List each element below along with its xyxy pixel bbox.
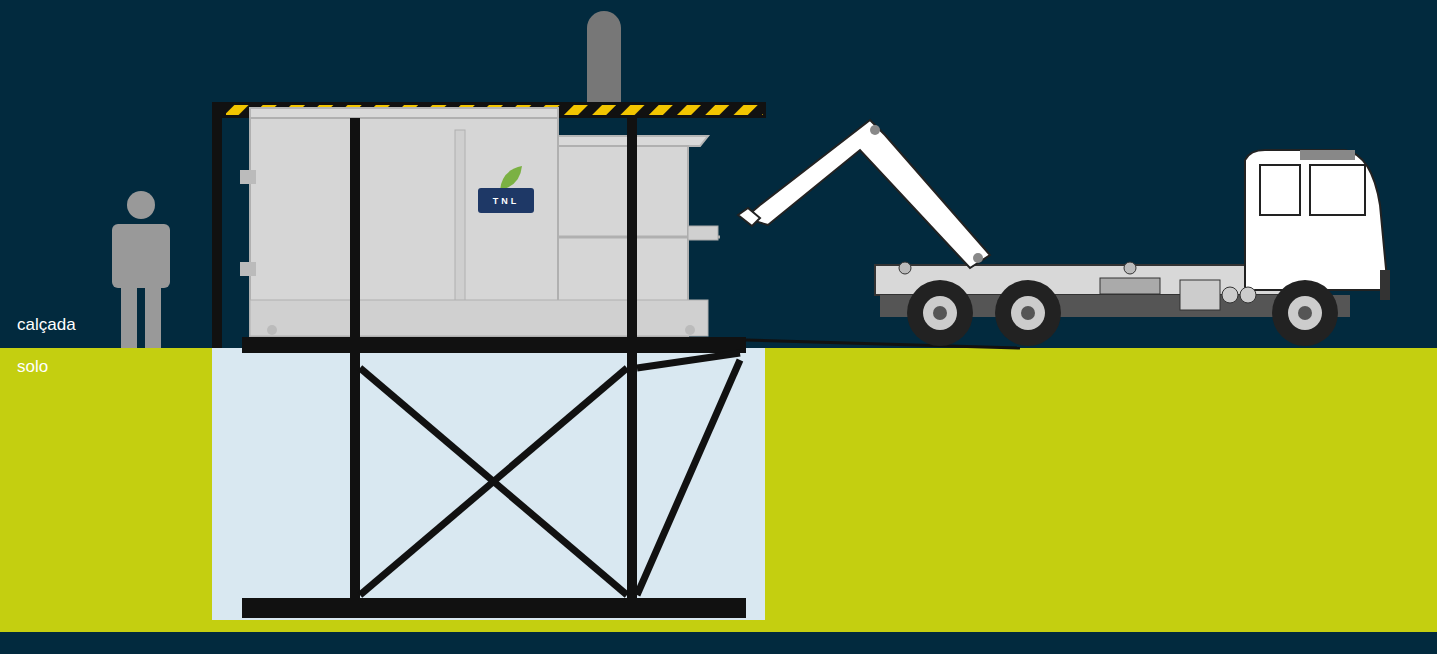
post	[627, 118, 637, 348]
ground	[0, 348, 1437, 633]
truck-wheel	[907, 280, 1338, 346]
cross-brace	[360, 353, 740, 595]
soil-label: solo	[17, 357, 48, 377]
ramp	[746, 340, 1020, 348]
post	[212, 102, 222, 348]
lift-frame	[242, 337, 746, 618]
logo-text: TNL	[493, 196, 520, 206]
logo-leaf	[500, 166, 522, 190]
post	[350, 118, 360, 348]
pit	[212, 348, 765, 620]
sidewalk-label: calçada	[17, 315, 76, 335]
bottom-band	[0, 632, 1437, 654]
cylinder	[587, 11, 621, 103]
logo-box: TNL	[478, 188, 534, 213]
container	[240, 108, 720, 338]
person	[112, 191, 170, 348]
